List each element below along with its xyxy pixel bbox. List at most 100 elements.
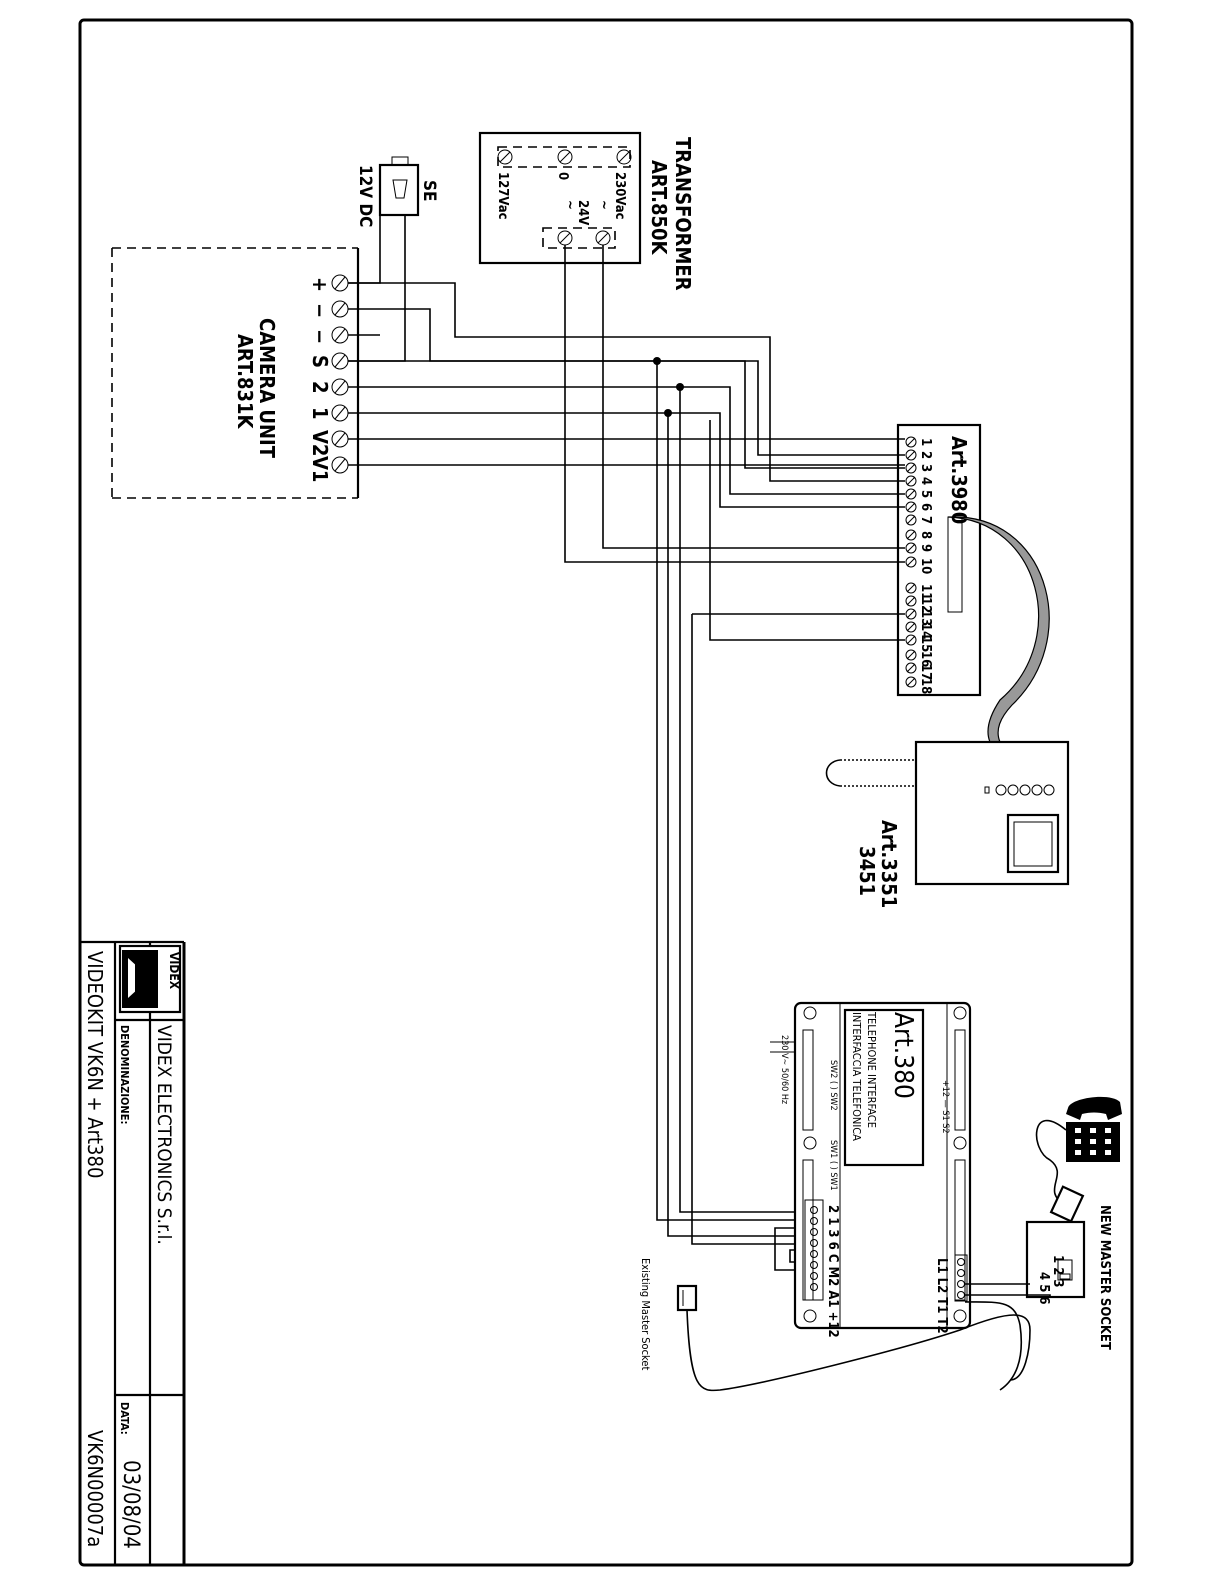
bus-terminal-label: 8 bbox=[918, 531, 933, 539]
drawing-frame bbox=[78, 18, 1134, 1567]
bus-terminal-label: 11 bbox=[918, 584, 933, 600]
bus-terminal-label: 7 bbox=[918, 516, 933, 524]
bus-terminal-label: 1 bbox=[918, 438, 933, 446]
handset-cord bbox=[825, 759, 916, 787]
bus-terminal-label: 10 bbox=[918, 558, 933, 574]
bus-terminal-screw bbox=[905, 676, 917, 688]
svg-text:~: ~ bbox=[562, 200, 577, 210]
bus-terminal-slot bbox=[906, 557, 916, 567]
lock-release: SE 12V DC bbox=[355, 156, 439, 227]
bus-terminal-slot bbox=[906, 515, 916, 525]
drawing-date: 03/08/04 bbox=[118, 1460, 143, 1549]
interface-380: Art.380 TELEPHONE INTERFACE INTERFACCIA … bbox=[770, 1001, 972, 1338]
bus-terminal-label: 3 bbox=[918, 464, 933, 472]
bus-terminal-slot bbox=[906, 650, 916, 660]
new-socket-label: NEW MASTER SOCKET bbox=[1097, 1205, 1112, 1350]
bus-terminal-slot bbox=[906, 622, 916, 632]
svg-text:+12 — S1 S2: +12 — S1 S2 bbox=[940, 1080, 950, 1133]
cam-term-7: V2 bbox=[308, 430, 332, 456]
videx-logo: VIDEX bbox=[118, 944, 182, 1014]
bus-terminal-screw bbox=[905, 595, 917, 607]
drawing-code: VK6N00007a bbox=[83, 1430, 107, 1547]
cam-term-8: V1 bbox=[308, 456, 332, 482]
cam-term-2: − bbox=[308, 303, 332, 318]
tap-0: 0 bbox=[555, 172, 570, 180]
bus-terminal-slot bbox=[906, 677, 916, 687]
telephone bbox=[1035, 1096, 1122, 1223]
bus-terminal-label: 2 bbox=[918, 451, 933, 459]
bus-terminal-screw bbox=[905, 514, 917, 526]
bus-terminal-slot bbox=[906, 543, 916, 553]
bus-terminal-screw bbox=[905, 529, 917, 541]
bus-terminal-slot bbox=[906, 583, 916, 593]
bus-terminal-screw bbox=[905, 501, 917, 513]
interface-terminals-left-label: 2 1 3 6 C M2 A1 +12 bbox=[825, 1205, 840, 1338]
logo-text: VIDEX bbox=[167, 952, 181, 990]
bus-terminal-screw bbox=[905, 462, 917, 474]
bus-terminal-label: 5 bbox=[918, 490, 933, 498]
bus-terminal-slot bbox=[906, 437, 916, 447]
bus-terminal-slot bbox=[906, 502, 916, 512]
bus-terminal-label: 9 bbox=[918, 544, 933, 552]
interface-desc-en: TELEPHONE INTERFACE bbox=[865, 1011, 878, 1128]
bus-terminal-label: 12 bbox=[918, 597, 933, 613]
existing-socket-label: Existing Master Socket bbox=[639, 1258, 652, 1370]
bus-terminal-slot bbox=[906, 489, 916, 499]
cam-term-4: S bbox=[308, 355, 332, 368]
bus-terminal-screw bbox=[905, 662, 917, 674]
wiring bbox=[348, 215, 905, 1271]
bus-terminal-screw bbox=[905, 556, 917, 568]
new-master-socket: 1 2 3 4 5 6 NEW MASTER SOCKET bbox=[965, 1205, 1112, 1350]
camera-title-2: ART.831K bbox=[233, 334, 257, 430]
denominazione-label: DENOMINAZIONE: bbox=[118, 1025, 131, 1124]
transformer: 127Vac 0 230Vac 24V ~ ~ TRANSFORMER ART.… bbox=[478, 131, 695, 291]
title-block: VIDEX VIDEX ELECTRONICS S.r.l. DENOMINAZ… bbox=[80, 940, 186, 1565]
interface-title: Art.380 bbox=[888, 1012, 918, 1099]
bus-terminal-screw bbox=[905, 475, 917, 487]
bus-terminal-slot bbox=[906, 530, 916, 540]
bus-terminal-screw bbox=[905, 436, 917, 448]
bus-terminal-screw bbox=[905, 621, 917, 633]
bus-terminal-screw bbox=[905, 449, 917, 461]
socket-pins-a: 1 2 3 bbox=[1050, 1255, 1065, 1288]
data-label: DATA: bbox=[118, 1402, 131, 1435]
interface-markings: +12 — S1 S2 SW2 ( ) SW2 SW1 ( ) SW1 bbox=[828, 1060, 950, 1191]
monitor-title-2: 3451 bbox=[855, 846, 879, 896]
socket-pins-b: 4 5 6 bbox=[1036, 1272, 1051, 1305]
monitor-title-1: Art.3351 bbox=[877, 820, 901, 908]
company-name: VIDEX ELECTRONICS S.r.l. bbox=[153, 1025, 175, 1245]
bus-terminal-label: 18 bbox=[918, 678, 933, 694]
bus-terminal-slot bbox=[906, 609, 916, 619]
cam-term-3: − bbox=[308, 329, 332, 344]
bus-terminal-label: 15 bbox=[918, 636, 933, 652]
bus-terminal-slot bbox=[906, 596, 916, 606]
cam-term-1: + bbox=[308, 277, 332, 292]
existing-master-socket: Existing Master Socket bbox=[639, 1258, 1031, 1392]
lock-voltage: 12V DC bbox=[355, 165, 375, 227]
bus-terminal-screw bbox=[905, 488, 917, 500]
camera-unit: + − − S 2 1 V2 V1 CAMERA UNIT ART.831K bbox=[111, 247, 360, 499]
bus-terminal-screw bbox=[905, 608, 917, 620]
bus-terminal-slot bbox=[906, 635, 916, 645]
cam-term-5: 2 bbox=[308, 381, 332, 394]
interface-terminals-left bbox=[810, 1206, 818, 1291]
camera-title-1: CAMERA UNIT bbox=[255, 318, 279, 459]
tap-230: 230Vac bbox=[612, 172, 627, 220]
transformer-title-2: ART.850K bbox=[647, 160, 671, 256]
bus-terminal-screw bbox=[905, 634, 917, 646]
bus-terminal-label: 4 bbox=[918, 477, 933, 485]
lock-label: SE bbox=[419, 180, 439, 201]
bus-terminal-screw bbox=[905, 582, 917, 594]
bus-terminal-slot bbox=[906, 463, 916, 473]
svg-text:SW2 ( ) SW2: SW2 ( ) SW2 bbox=[828, 1060, 838, 1111]
bus-terminal-screw bbox=[905, 649, 917, 661]
out-24v: 24V bbox=[575, 200, 590, 225]
bus-terminal-screw bbox=[905, 542, 917, 554]
bus-terminal-label: 6 bbox=[918, 503, 933, 511]
bus-terminal-label: 17 bbox=[918, 664, 933, 680]
bus-terminal-label: 14 bbox=[918, 623, 933, 639]
